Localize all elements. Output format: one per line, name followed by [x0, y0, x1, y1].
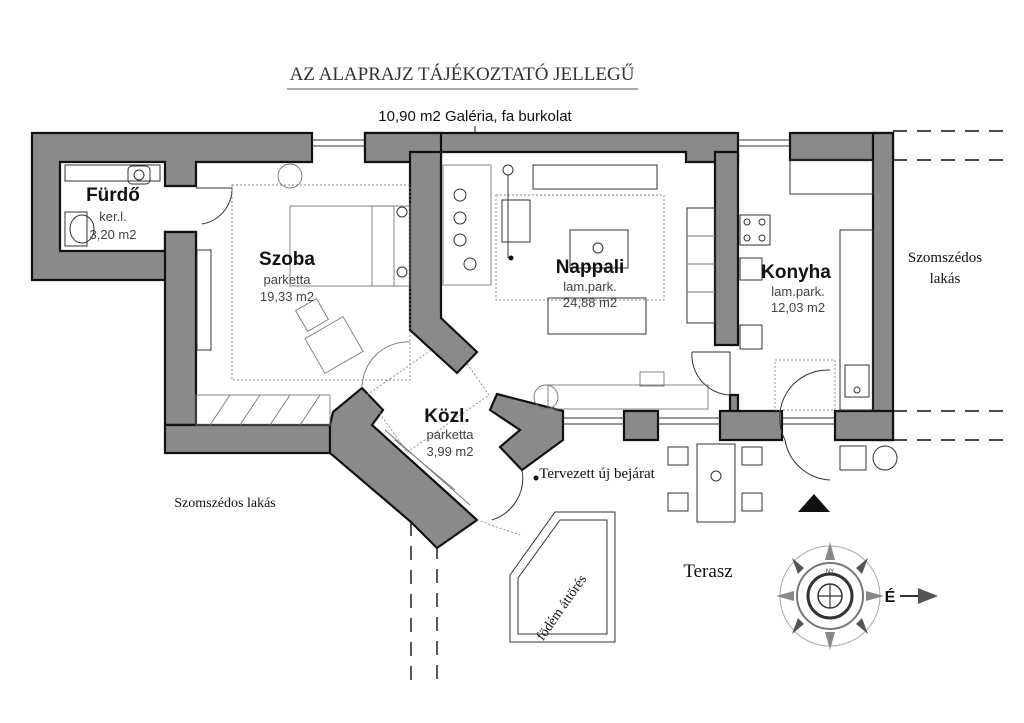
room-konyha-floor: lam.park. [771, 284, 824, 299]
plan-title: AZ ALAPRAJZ TÁJÉKOZTATÓ JELLEGŰ [290, 63, 635, 85]
terrace-furniture [667, 443, 898, 523]
hallway-details [366, 337, 521, 536]
room-kozl-floor: parketta [427, 427, 475, 442]
gallery-note: 10,90 m2 Galéria, fa burkolat [378, 108, 572, 125]
compass-icon: NY [776, 542, 884, 650]
neighbor-right-line1: Szomszédos [908, 250, 982, 266]
kitchen-furniture [739, 159, 874, 411]
bedroom-furniture [195, 163, 411, 426]
entrance-label: Tervezett új bejárat [539, 466, 655, 482]
entrance-marker [798, 494, 830, 512]
neighbor-right-line2: lakás [930, 271, 961, 287]
north-arrow-icon: É [885, 587, 938, 606]
living-furniture [442, 164, 716, 410]
entrance-label-dot [533, 475, 539, 481]
room-szoba-name: Szoba [259, 249, 315, 270]
room-szoba-floor: parketta [264, 272, 312, 287]
room-nappali-name: Nappali [556, 257, 625, 278]
room-kozl-area: 3,99 m2 [427, 444, 474, 459]
north-arrow-label: É [885, 587, 896, 606]
neighbor-dashed-lines [410, 130, 1010, 680]
slab-opening [509, 511, 616, 643]
room-furdo-name: Fürdő [86, 185, 140, 206]
bathroom-fixtures [64, 164, 161, 247]
room-konyha-area: 12,03 m2 [771, 300, 825, 315]
room-furdo-area: 3,20 m2 [90, 227, 137, 242]
slab-opening-label: födém áttörés [534, 572, 590, 643]
room-furdo-floor: ker.l. [99, 209, 126, 224]
compass-n-label: NY [826, 569, 834, 575]
room-nappali-area: 24,88 m2 [563, 295, 617, 310]
walls [30, 131, 895, 550]
room-szoba-area: 19,33 m2 [260, 289, 314, 304]
neighbor-left-label: Szomszédos lakás [174, 496, 275, 511]
room-nappali-floor: lam.park. [563, 279, 616, 294]
room-konyha-name: Konyha [761, 262, 831, 283]
room-kozl-name: Közl. [424, 406, 469, 427]
terrace-label: Terasz [683, 561, 732, 582]
room-labels: Fürdő ker.l. 3,20 m2 Szoba parketta 19,3… [86, 185, 831, 459]
